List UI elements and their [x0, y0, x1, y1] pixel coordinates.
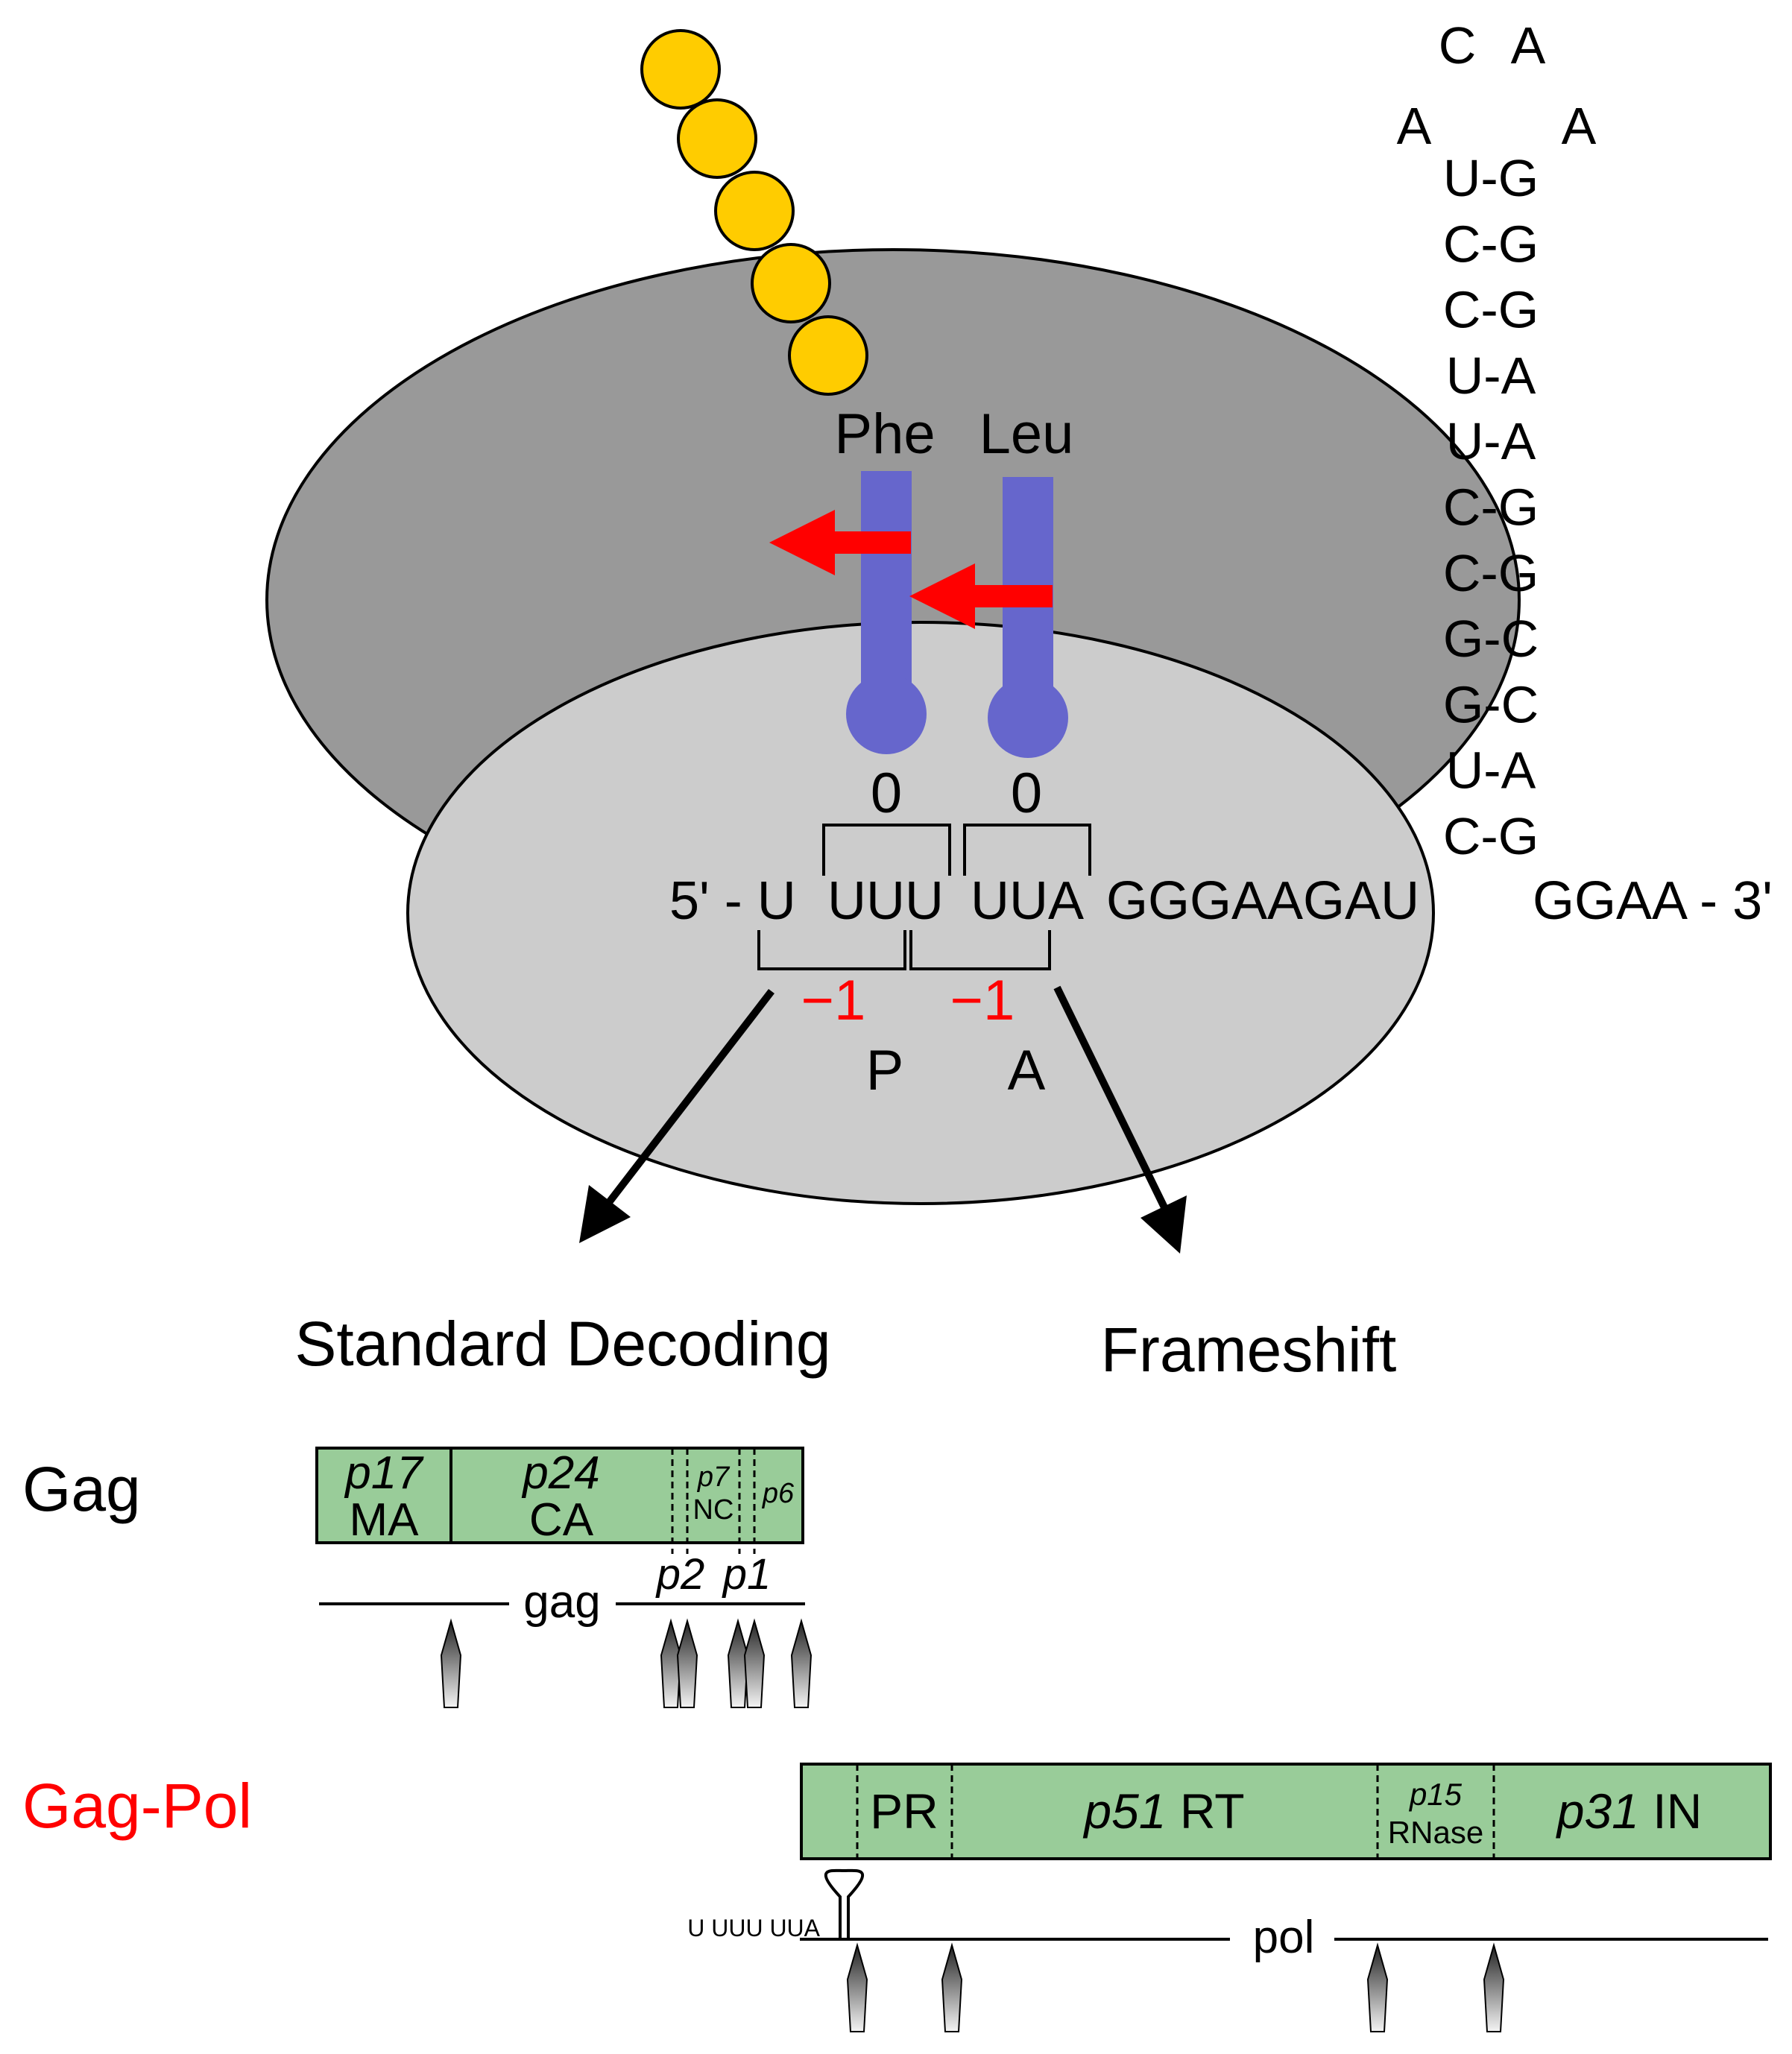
outcome-frameshift: Frameshift [1101, 1315, 1397, 1385]
frame-zero-a: 0 [1011, 762, 1042, 825]
gagpol-domain-pr: PR [870, 1783, 938, 1839]
nascent-peptide [640, 29, 868, 396]
gag-gene-label: gag [523, 1576, 600, 1628]
gag-domain-p7: p7 [697, 1462, 731, 1493]
cleavage-site-marker [676, 1618, 698, 1708]
frame-minus-p: −1 [801, 969, 866, 1032]
gag-cleavage-sites [440, 1618, 813, 1708]
gag-domain-nc: NC [693, 1494, 734, 1526]
gagpol-domain-rt: RT [1180, 1783, 1245, 1839]
site-label-a: A [1008, 1039, 1046, 1102]
hairpin-loop-base: A [1562, 97, 1597, 155]
cleavage-site-marker [743, 1618, 766, 1708]
mrna-codon-2: UUA [971, 871, 1084, 931]
gag-domain-ca: CA [529, 1494, 594, 1546]
hairpin-loop-base: C [1439, 16, 1477, 75]
shift-arrow-a [909, 563, 1053, 629]
gagpol-domain-p15: p15 [1408, 1777, 1463, 1812]
hairpin-base-pair: C-G [1443, 478, 1539, 537]
cleavage-site-marker [790, 1618, 813, 1708]
bracket-zero-p [822, 824, 951, 876]
small-subunit [406, 621, 1435, 1205]
amino-acid [677, 98, 757, 179]
arrow-standard-decoding [579, 988, 774, 1243]
gag-spacer-p2: p2 [655, 1550, 705, 1599]
hairpin-loop-base: A [1397, 97, 1432, 155]
gagpol-domain-in: IN [1653, 1783, 1702, 1839]
cleavage-site-marker [846, 1942, 868, 2032]
hairpin-base-pair: U-A [1446, 347, 1536, 405]
gag-polyprotein [315, 1447, 804, 1544]
gag-domain-p17: p17 [344, 1447, 424, 1499]
amino-acid [640, 29, 721, 110]
gagpol-cleavage-sites [846, 1942, 1505, 2032]
gagpol-polyprotein [800, 1763, 1772, 1860]
bracket-zero-a [963, 824, 1091, 876]
frame-zero-p: 0 [871, 762, 902, 825]
arrow-frameshift [1053, 985, 1187, 1254]
trna-a-label: Leu [979, 402, 1074, 466]
cleavage-site-marker [1483, 1942, 1505, 2032]
cleavage-site-marker [1366, 1942, 1389, 2032]
trna-p-label: Phe [834, 402, 935, 466]
gagpol-slippery-seq: U UUU UUA [687, 1915, 820, 1941]
gag-spacer-p1: p1 [722, 1550, 772, 1599]
amino-acid [751, 243, 831, 323]
amino-acid [788, 315, 868, 396]
bracket-minus-a [909, 930, 1051, 970]
gagpol-domain-p51: p51 [1082, 1783, 1166, 1839]
hairpin-base-pair: U-G [1443, 149, 1539, 207]
gagpol-stem-loop [824, 1868, 865, 1939]
site-label-p: P [866, 1039, 904, 1102]
hairpin-base-pair: C-G [1443, 544, 1539, 602]
gagpol-label: Gag-Pol [22, 1771, 252, 1841]
cleavage-site-marker [941, 1942, 963, 2032]
hairpin-base-pair: U-A [1446, 412, 1536, 470]
outcome-standard: Standard Decoding [294, 1309, 830, 1379]
bracket-minus-p [757, 930, 906, 970]
hairpin-base-pair: U-A [1446, 742, 1536, 800]
shift-arrow-p [769, 510, 911, 575]
hairpin-loop-base: A [1511, 16, 1546, 75]
gag-domain-ma: MA [350, 1494, 420, 1546]
hairpin-base-pair: C-G [1443, 215, 1539, 273]
svg-text:p51 RT: p51 RT [1082, 1783, 1244, 1839]
gag-label: Gag [22, 1454, 141, 1524]
mrna-downstream: GGGAAGAU [1106, 871, 1419, 931]
hairpin-base-pair: G-C [1443, 675, 1539, 733]
svg-text:p31 IN: p31 IN [1556, 1783, 1702, 1839]
hairpin-base-pair: G-C [1443, 610, 1539, 668]
pol-gene-label: pol [1253, 1912, 1315, 1963]
trna-p-site [846, 471, 927, 754]
mrna-prefix: 5' - U [669, 871, 796, 931]
amino-acid [714, 171, 795, 251]
mrna-codon-1: UUU [827, 871, 944, 931]
cleavage-site-marker [440, 1618, 462, 1708]
gag-domain-p6: p6 [762, 1478, 795, 1509]
gag-domain-p24: p24 [521, 1447, 599, 1499]
hairpin-base-pair: C-G [1443, 807, 1539, 865]
mrna-suffix: GGAA - 3' [1533, 871, 1773, 931]
hairpin-base-pair: C-G [1443, 281, 1539, 339]
frame-minus-a: −1 [950, 969, 1015, 1032]
gagpol-domain-p31: p31 [1556, 1783, 1639, 1839]
gagpol-domain-rnase: RNase [1388, 1815, 1483, 1850]
